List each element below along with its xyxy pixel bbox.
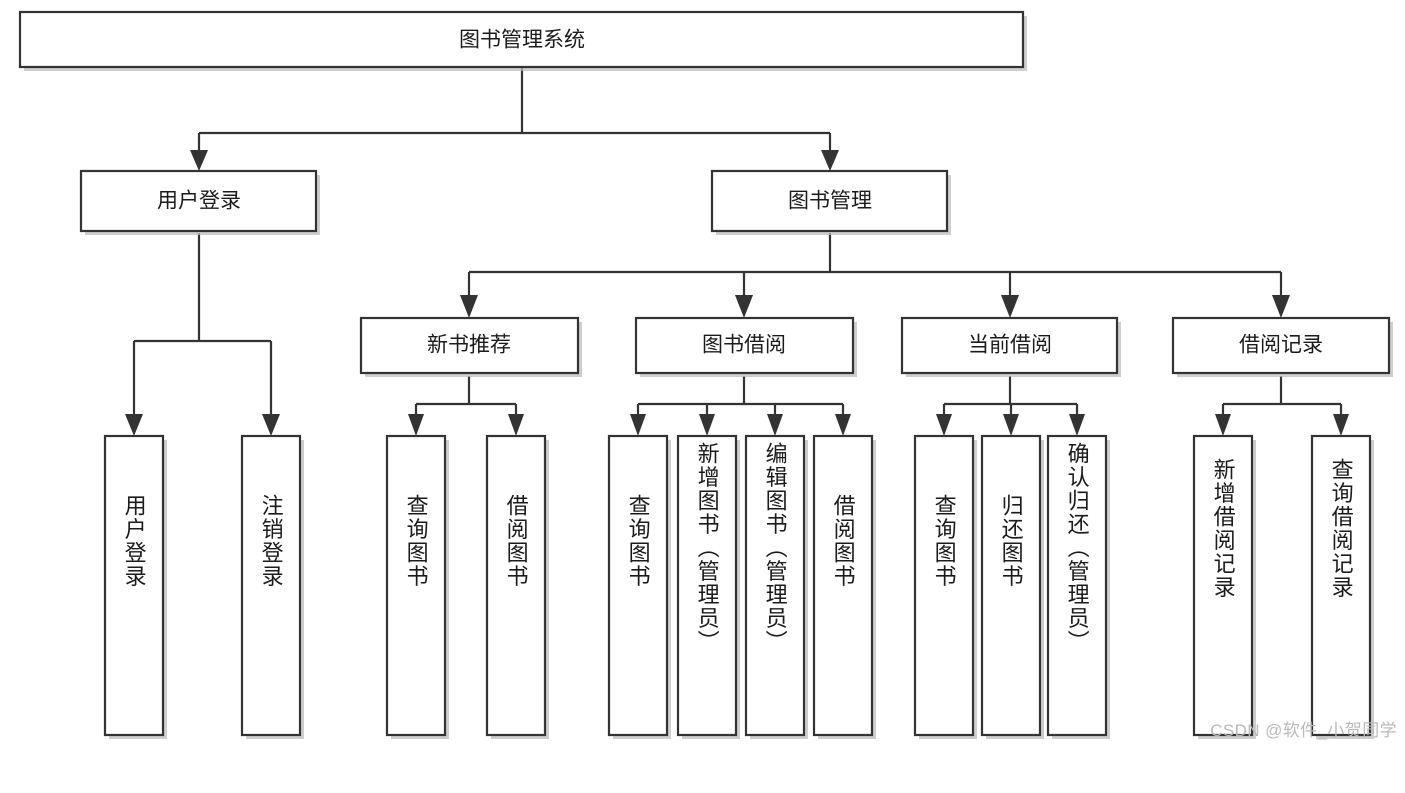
leaf-confirm-return-box[interactable] (1046, 434, 1108, 737)
leaf-add-record-box[interactable] (1192, 434, 1254, 737)
node-user-login[interactable]: 用户登录 (79, 169, 320, 235)
arrow-br-leaf-1 (1215, 414, 1231, 436)
node-current-borrow-label: 当前借阅 (968, 334, 1052, 357)
connector-layer (125, 68, 1349, 436)
node-borrow-record-box[interactable] (1171, 316, 1391, 375)
leaf-logout-login-box[interactable] (240, 434, 302, 737)
arrow-bm-to-new-book-recommend (460, 295, 478, 318)
arrow-bb-leaf-2 (699, 414, 715, 436)
node-book-borrow-label: 图书借阅 (702, 334, 786, 357)
node-book-management[interactable]: 图书管理 (710, 169, 951, 235)
node-new-book-recommend[interactable]: 新书推荐 (359, 316, 582, 377)
node-book-management-label: 图书管理 (788, 190, 872, 213)
arrow-bb-leaf-3 (767, 414, 783, 436)
arrow-bb-leaf-4 (835, 414, 851, 436)
arrow-br-leaf-2 (1333, 414, 1349, 436)
node-user-login-label: 用户登录 (157, 190, 241, 213)
arrow-nbr-leaf-1 (408, 414, 424, 436)
leaf-return-book-box[interactable] (980, 434, 1042, 737)
node-new-book-recommend-box[interactable] (359, 316, 580, 375)
arrow-user-login-leaf-1 (125, 414, 143, 436)
node-current-borrow[interactable]: 当前借阅 (900, 316, 1121, 377)
leaf-query-book-1-box[interactable] (385, 434, 447, 737)
arrow-cb-leaf-1 (936, 414, 952, 436)
arrow-bm-to-current-borrow (1001, 295, 1019, 318)
node-root[interactable]: 图书管理系统 (18, 10, 1027, 71)
diagram-canvas-root: 图书管理系统 用户登录 图书管理 新书推荐 图书借阅 当前借阅 (18, 10, 1397, 740)
leaf-box-layer (103, 434, 1374, 739)
node-borrow-record-label: 借阅记录 (1239, 334, 1323, 357)
node-current-borrow-box[interactable] (900, 316, 1119, 375)
node-book-management-box[interactable] (710, 169, 949, 233)
leaf-borrow-book-2-box[interactable] (812, 434, 874, 737)
tree-diagram-svg: 图书管理系统 用户登录 图书管理 新书推荐 图书借阅 当前借阅 (18, 10, 1393, 739)
arrow-root-to-user-login (190, 150, 208, 171)
leaf-add-book-box[interactable] (676, 434, 738, 737)
arrow-bm-to-book-borrow (735, 295, 753, 318)
arrow-bb-leaf-1 (630, 414, 646, 436)
node-root-label: 图书管理系统 (459, 29, 585, 52)
arrow-cb-leaf-3 (1069, 414, 1085, 436)
node-root-box[interactable] (18, 10, 1025, 69)
node-user-login-box[interactable] (79, 169, 318, 233)
node-new-book-recommend-label: 新书推荐 (427, 334, 511, 357)
leaf-query-book-2-box[interactable] (607, 434, 669, 737)
arrow-cb-leaf-2 (1003, 414, 1019, 436)
node-book-borrow-box[interactable] (634, 316, 855, 375)
leaf-query-record-box[interactable] (1310, 434, 1372, 737)
leaf-query-book-3-box[interactable] (913, 434, 975, 737)
node-borrow-record[interactable]: 借阅记录 (1171, 316, 1393, 377)
node-book-borrow[interactable]: 图书借阅 (634, 316, 857, 377)
leaf-user-login-box[interactable] (103, 434, 165, 737)
leaf-edit-book-box[interactable] (744, 434, 806, 737)
arrow-bm-to-borrow-record (1272, 295, 1290, 318)
leaf-borrow-book-1-box[interactable] (485, 434, 547, 737)
arrow-nbr-leaf-2 (508, 414, 524, 436)
arrow-root-to-book-management (821, 150, 839, 171)
arrow-user-login-leaf-2 (262, 414, 280, 436)
